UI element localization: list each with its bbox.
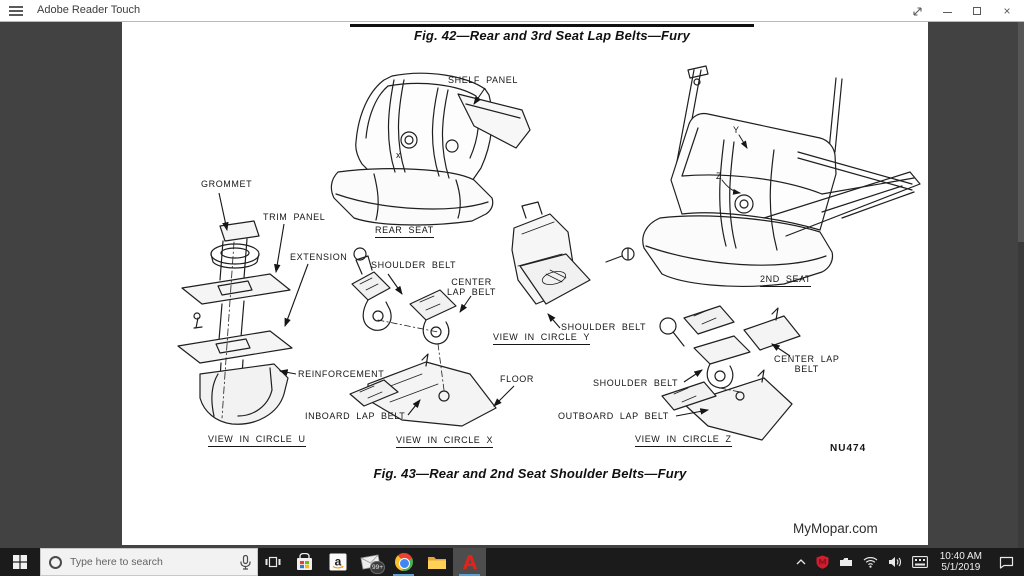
- red-shield-icon: [816, 555, 829, 569]
- tray-utility-icon: [839, 558, 852, 566]
- figure-label-view-in-circle-u: VIEW IN CIRCLE U: [208, 434, 306, 447]
- document-scrollbar[interactable]: [1018, 22, 1024, 548]
- figure-label-view-in-circle-x: VIEW IN CIRCLE X: [396, 435, 494, 448]
- figure-label-view-in-circle-y: VIEW IN CIRCLE Y: [493, 332, 590, 345]
- tray-app-icon[interactable]: [834, 548, 858, 576]
- minimize-icon: [942, 12, 952, 13]
- tray-date: 5/1/2019: [941, 562, 981, 573]
- tray-volume-button[interactable]: [883, 548, 907, 576]
- speaker-icon: [888, 557, 901, 567]
- figure-label-circle-mark-z: Z: [716, 171, 723, 181]
- figure-label-shoulder-belt-right: SHOULDER BELT: [593, 378, 679, 388]
- figure-42-caption: Fig. 42—Rear and 3rd Seat Lap Belts—Fury: [350, 24, 754, 43]
- wifi-icon: [863, 557, 878, 568]
- tray-clock[interactable]: 10:40 AM 5/1/2019: [933, 551, 989, 574]
- pinned-apps: a 99+: [288, 548, 486, 576]
- notification-bubble-icon: [999, 556, 1014, 569]
- figure-label-trim-panel: TRIM PANEL: [263, 212, 326, 222]
- file-explorer-folder-icon: [427, 557, 446, 569]
- reader-content-area: Fig. 42—Rear and 3rd Seat Lap Belts—Fury…: [0, 22, 1024, 548]
- tray-antivirus-shield[interactable]: [811, 548, 834, 576]
- taskbar-app-amazon[interactable]: a: [321, 548, 354, 576]
- tray-network-button[interactable]: [858, 548, 883, 576]
- maximize-button[interactable]: [962, 0, 992, 22]
- figure-label-circle-mark-x: x: [396, 150, 402, 160]
- taskbar-app-store[interactable]: [288, 548, 321, 576]
- tray-touch-keyboard-button[interactable]: [907, 548, 933, 576]
- amazon-icon: a: [329, 553, 346, 571]
- figure-label-circle-mark-y: Y: [733, 125, 740, 135]
- figure-label-outboard-lap-belt: OUTBOARD LAP BELT: [558, 411, 669, 421]
- window-title: Adobe Reader Touch: [37, 4, 141, 16]
- cortana-icon: [49, 555, 62, 569]
- maximize-icon: [973, 7, 981, 15]
- seat-belt-diagram-art: [177, 65, 921, 441]
- action-center-button[interactable]: [989, 548, 1024, 576]
- figure-label-reinforcement: REINFORCEMENT: [298, 369, 385, 379]
- figure-label-second-seat: 2ND SEAT: [760, 274, 812, 287]
- mail-unread-badge: 99+: [369, 561, 385, 574]
- task-view-icon: [265, 556, 281, 568]
- menu-hamburger-icon[interactable]: [9, 6, 23, 16]
- chrome-icon: [394, 553, 413, 571]
- tray-time: 10:40 AM: [939, 550, 982, 562]
- microphone-icon[interactable]: [240, 554, 251, 570]
- figure-label-extension: EXTENSION: [290, 252, 348, 262]
- taskbar-app-mail[interactable]: 99+: [354, 548, 387, 576]
- search-input[interactable]: Type here to search: [40, 548, 258, 576]
- search-placeholder: Type here to search: [70, 556, 163, 568]
- figure-label-view-in-circle-z: VIEW IN CIRCLE Z: [635, 434, 732, 447]
- close-button[interactable]: ×: [1003, 4, 1011, 18]
- figure-label-center-lap-belt-left: CENTER LAP BELT: [447, 277, 496, 297]
- taskbar-app-chrome[interactable]: [387, 548, 420, 576]
- pdf-page: Fig. 42—Rear and 3rd Seat Lap Belts—Fury…: [122, 22, 928, 545]
- tray-show-hidden-icons-button[interactable]: [791, 548, 811, 576]
- figure-label-grommet: GROMMET: [201, 179, 253, 189]
- figure-label-inboard-lap-belt: INBOARD LAP BELT: [305, 411, 406, 421]
- taskbar: Type here to search a: [0, 548, 1024, 576]
- figure-label-shoulder-belt-mid: SHOULDER BELT: [561, 322, 647, 332]
- fullscreen-button[interactable]: [902, 0, 932, 22]
- drawing-part-code: NU474: [830, 443, 867, 454]
- figure-label-shoulder-belt-left: SHOULDER BELT: [371, 260, 457, 270]
- windows-logo-icon: [13, 555, 27, 569]
- start-button[interactable]: [0, 548, 40, 576]
- figure-label-center-lap-belt-right: CENTER LAP BELT: [774, 354, 840, 374]
- figure-label-shelf-panel: SHELF PANEL: [448, 75, 518, 85]
- titlebar: Adobe Reader Touch ×: [0, 0, 1024, 22]
- minimize-button[interactable]: [932, 0, 962, 22]
- microsoft-store-icon: [297, 553, 312, 570]
- taskbar-app-file-explorer[interactable]: [420, 548, 453, 576]
- fullscreen-diagonal-arrow-icon: [912, 6, 922, 16]
- taskbar-app-adobe-reader[interactable]: [453, 548, 486, 576]
- svg-text:a: a: [334, 555, 341, 569]
- chevron-up-icon: [796, 559, 806, 565]
- figure-label-rear-seat: REAR SEAT: [375, 225, 434, 238]
- watermark-site-name: MyMopar.com: [793, 521, 878, 536]
- adobe-reader-icon: [462, 555, 477, 569]
- task-view-button[interactable]: [258, 548, 288, 576]
- touch-keyboard-icon: [911, 556, 928, 568]
- figure-label-floor: FLOOR: [500, 374, 535, 384]
- figure-43-caption: Fig. 43—Rear and 2nd Seat Shoulder Belts…: [373, 466, 687, 481]
- system-tray: 10:40 AM 5/1/2019: [791, 548, 1024, 576]
